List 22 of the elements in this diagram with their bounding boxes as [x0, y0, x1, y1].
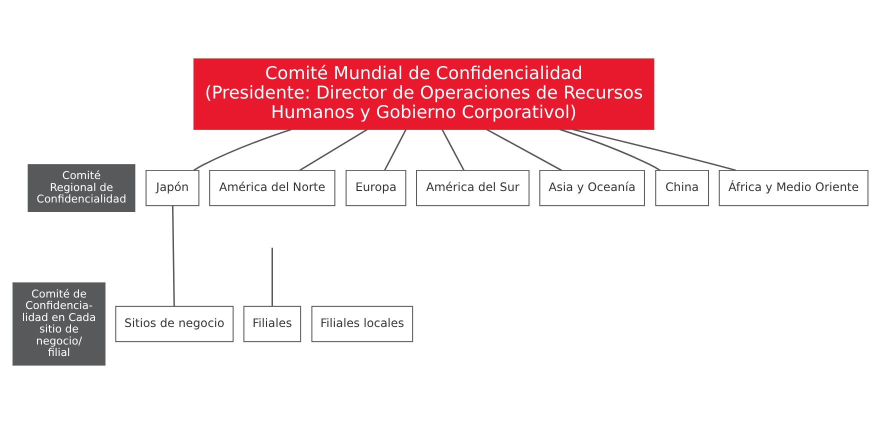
- connector: [486, 128, 562, 171]
- connector: [172, 206, 175, 306]
- node-box: Filiales: [243, 306, 302, 342]
- node-box: Japón: [146, 170, 200, 206]
- connector: [441, 129, 465, 171]
- node-box: América del Sur: [416, 170, 530, 206]
- connector: [193, 128, 292, 171]
- connector: [299, 128, 368, 171]
- node-box: América del Norte: [209, 170, 336, 206]
- node-box: Asia y Oceanía: [539, 170, 645, 206]
- connector: [572, 128, 736, 172]
- connector: [560, 128, 660, 171]
- connector: [272, 248, 273, 306]
- node-box: África y Medio Oriente: [718, 170, 868, 206]
- node-box: Comité Regional de Confidencialidad: [28, 164, 136, 212]
- node-box: Comité de Confidencia- lidad en Cada sitio de negocio/ filial: [12, 282, 106, 366]
- connector: [384, 129, 407, 171]
- node-box: China: [655, 170, 710, 206]
- node-box: Filiales locales: [311, 306, 414, 342]
- node-box: Europa: [346, 170, 406, 206]
- node-box: Sitios de negocio: [115, 306, 234, 342]
- node-box: Comité Mundial de Confidencialidad (Presidente: Director de Operaciones de Recursos Humanos y Gobierno Corporativol): [194, 58, 654, 130]
